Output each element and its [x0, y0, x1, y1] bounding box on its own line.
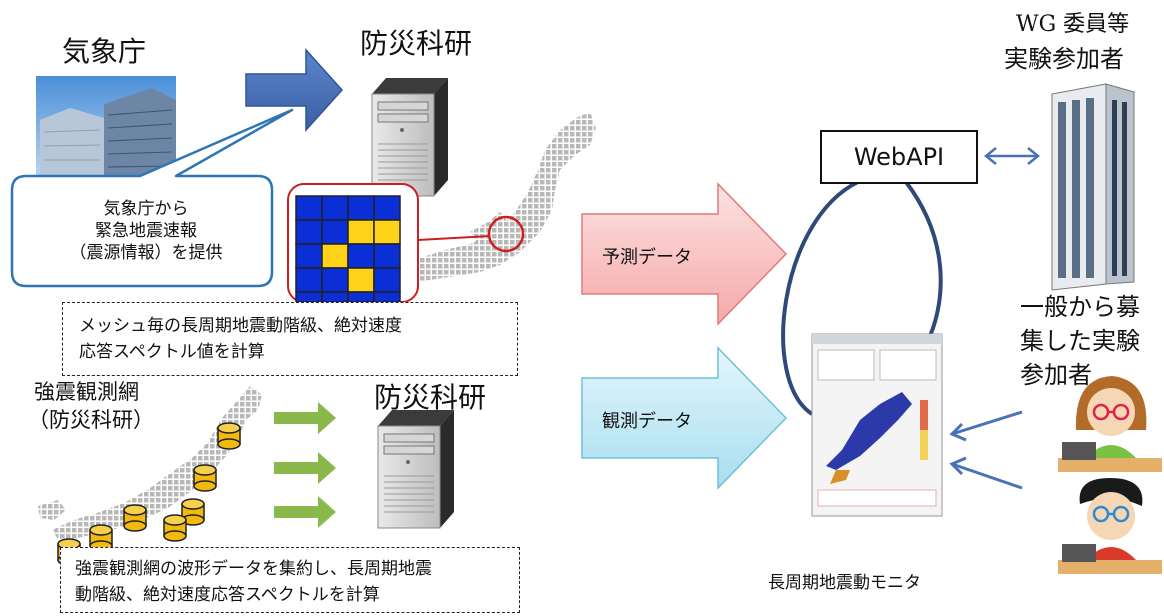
nied-label-top: 防災科研	[360, 27, 473, 60]
woman-at-laptop-icon	[1058, 376, 1162, 472]
office-building-icon	[1051, 83, 1135, 291]
jma-to-nied-arrow	[245, 48, 344, 132]
jma-building-photo	[36, 76, 176, 180]
observation-arrow	[581, 346, 788, 490]
green-arrows	[274, 402, 336, 528]
server-tower-icon	[371, 78, 448, 197]
callout-line3: （震源情報）を提供	[69, 243, 223, 263]
public-label-line1: 一般から募	[1020, 293, 1140, 321]
jma-label: 気象庁	[62, 35, 147, 68]
webapi-box: WebAPI	[820, 130, 978, 184]
wg-label-line2: 実験参加者	[1004, 45, 1124, 73]
wave-note-line2: 動階級、絶対速度応答スペクトルを計算	[75, 585, 380, 605]
public-label-line3: 参加者	[1020, 361, 1092, 389]
nied-label-bottom: 防災科研	[374, 381, 487, 414]
user-to-monitor-arrows	[949, 410, 1023, 490]
server-tower-icon-bottom	[377, 410, 454, 529]
public-label-line2: 集した実験	[1020, 327, 1140, 355]
forecast-arrow-label: 予測データ	[602, 247, 692, 268]
wave-note-box: 強震観測網の波形データを集約し、長周期地震 動階級、絶対速度応答スペクトルを計算	[60, 547, 520, 613]
japan-map-bottom	[38, 386, 262, 542]
mesh-grid	[287, 183, 419, 303]
monitor-screenshot	[811, 333, 943, 517]
mesh-note-box: メッシュ毎の長周期地震動階級、絶対速度 応答スペクトル値を計算	[62, 302, 518, 376]
mesh-note-line2: 応答スペクトル値を計算	[79, 342, 265, 362]
wg-label-line1: WG 委員等	[1016, 12, 1130, 37]
strong-motion-label-line2: （防災科研）	[28, 408, 154, 432]
mesh-note-line1: メッシュ毎の長周期地震動階級、絶対速度	[79, 316, 402, 336]
callout-line1: 気象庁から	[103, 199, 189, 219]
callout-bubble	[10, 108, 294, 288]
zoom-connector	[417, 235, 491, 241]
strong-motion-label-line1: 強震観測網	[34, 380, 139, 404]
webapi-tower-link	[983, 147, 1041, 165]
wave-note-line1: 強震観測網の波形データを集約し、長周期地震	[75, 559, 432, 579]
zoom-circle	[487, 215, 525, 253]
observation-arrow-label: 観測データ	[602, 411, 692, 432]
webapi-monitor-loop	[781, 180, 943, 416]
man-at-laptop-icon	[1058, 478, 1162, 574]
callout-text: 気象庁から 緊急地震速報 （震源情報）を提供	[30, 198, 262, 264]
monitor-caption: 長周期地震動モニタ	[768, 573, 921, 593]
forecast-arrow	[581, 182, 788, 326]
callout-line2: 緊急地震速報	[95, 221, 197, 241]
